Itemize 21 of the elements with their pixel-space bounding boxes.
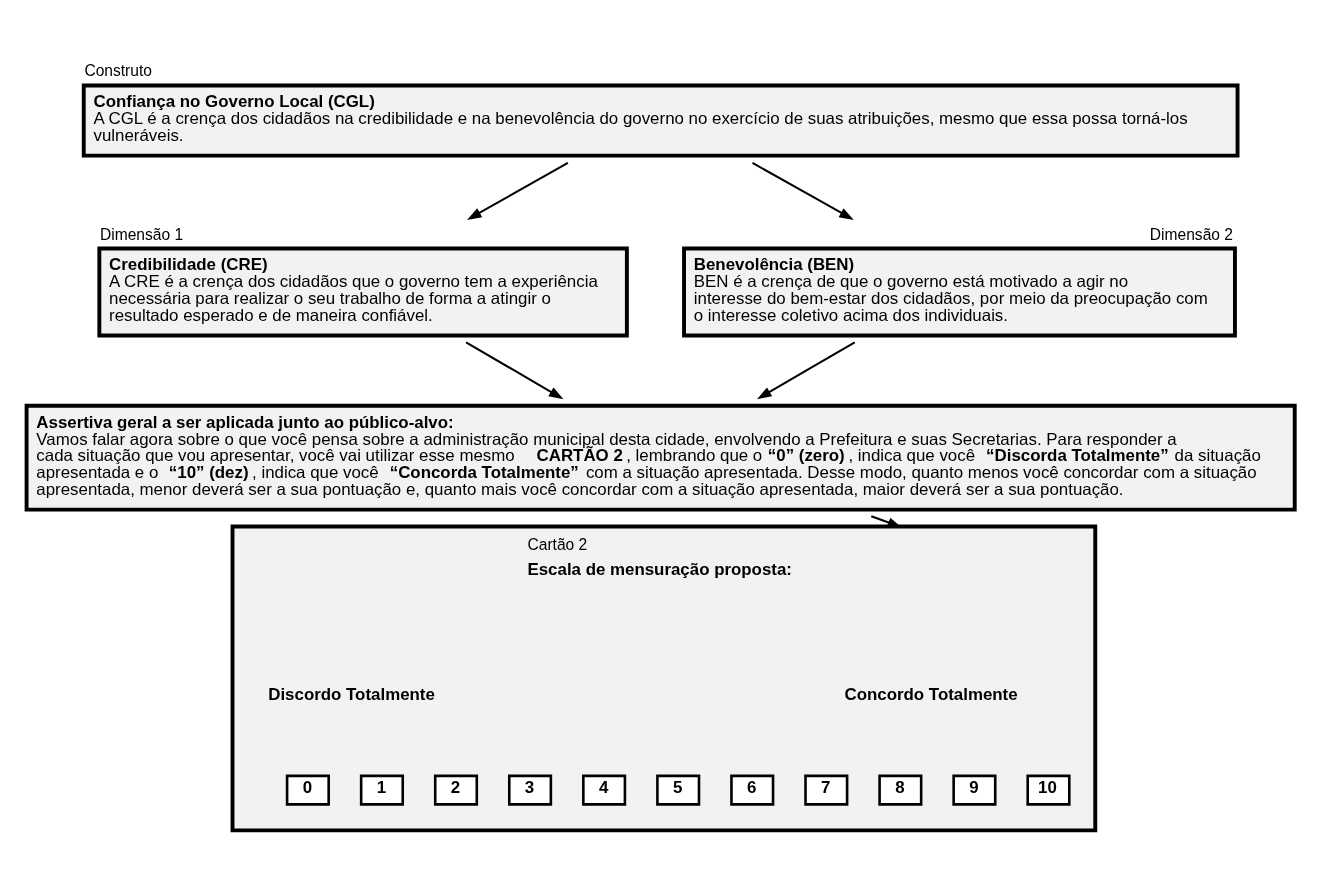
label: Discordo Totalmente [268,684,435,704]
node-box: 6 [730,774,775,806]
node-box: 4 [582,774,627,806]
arrow [467,161,569,220]
node-label: Construto [84,61,152,79]
node-box: 2 [433,774,479,806]
label: Concordo Totalmente [844,684,1018,704]
node-box: 9 [952,774,997,806]
node-box: 3 [507,774,553,806]
node-label: Dimensão 2 [1149,225,1233,243]
node-box: 1 [359,774,405,806]
node-box: 5 [656,774,701,806]
node-label: Dimensão 1 [99,225,184,243]
arrow [757,340,856,399]
node-label: Cartão 2 [527,535,588,553]
arrow [465,340,564,399]
arrow [752,161,854,220]
node-box: 10 [1026,774,1071,806]
node-box: 0 [285,774,330,806]
node-box: 8 [878,774,923,806]
node-box: 7 [804,774,849,806]
